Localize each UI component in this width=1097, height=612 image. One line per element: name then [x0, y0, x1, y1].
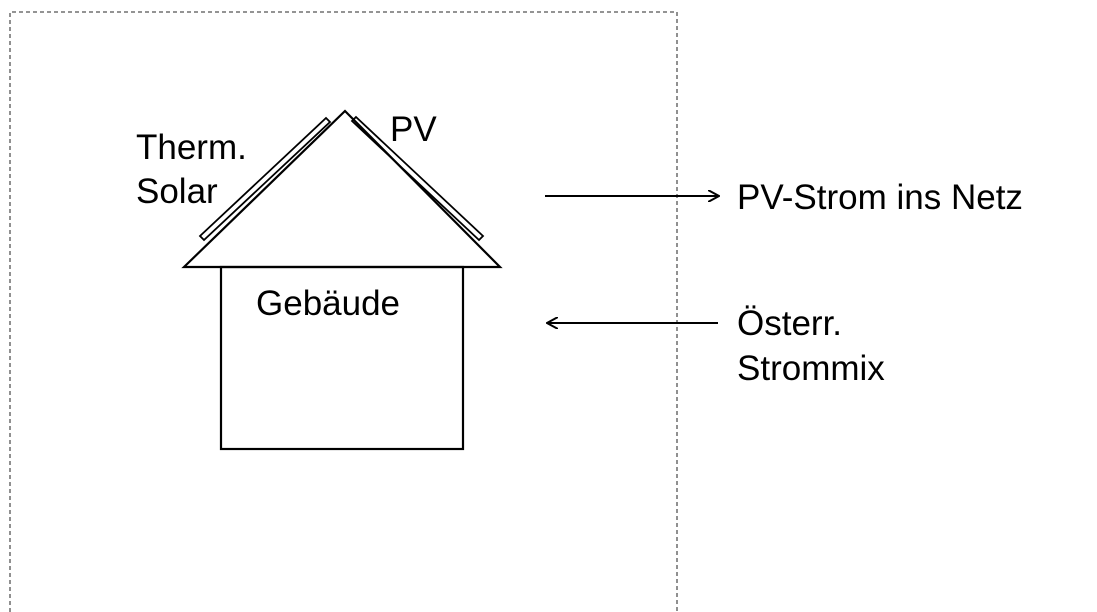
- thermal-solar-label-line1: Therm.: [136, 128, 247, 167]
- pv-label: PV: [390, 110, 437, 149]
- thermal-solar-label-line2: Solar: [136, 172, 218, 211]
- thermal-solar-panel: [198, 116, 332, 242]
- house-body: [219, 265, 465, 451]
- pv-panel: [350, 115, 485, 242]
- pv-to-grid-label: PV-Strom ins Netz: [737, 178, 1023, 217]
- building-label: Gebäude: [256, 284, 400, 323]
- system-boundary: [9, 11, 678, 612]
- grid-mix-label-line1: Österr.: [737, 304, 842, 343]
- grid-mix-label-line2: Strommix: [737, 349, 885, 388]
